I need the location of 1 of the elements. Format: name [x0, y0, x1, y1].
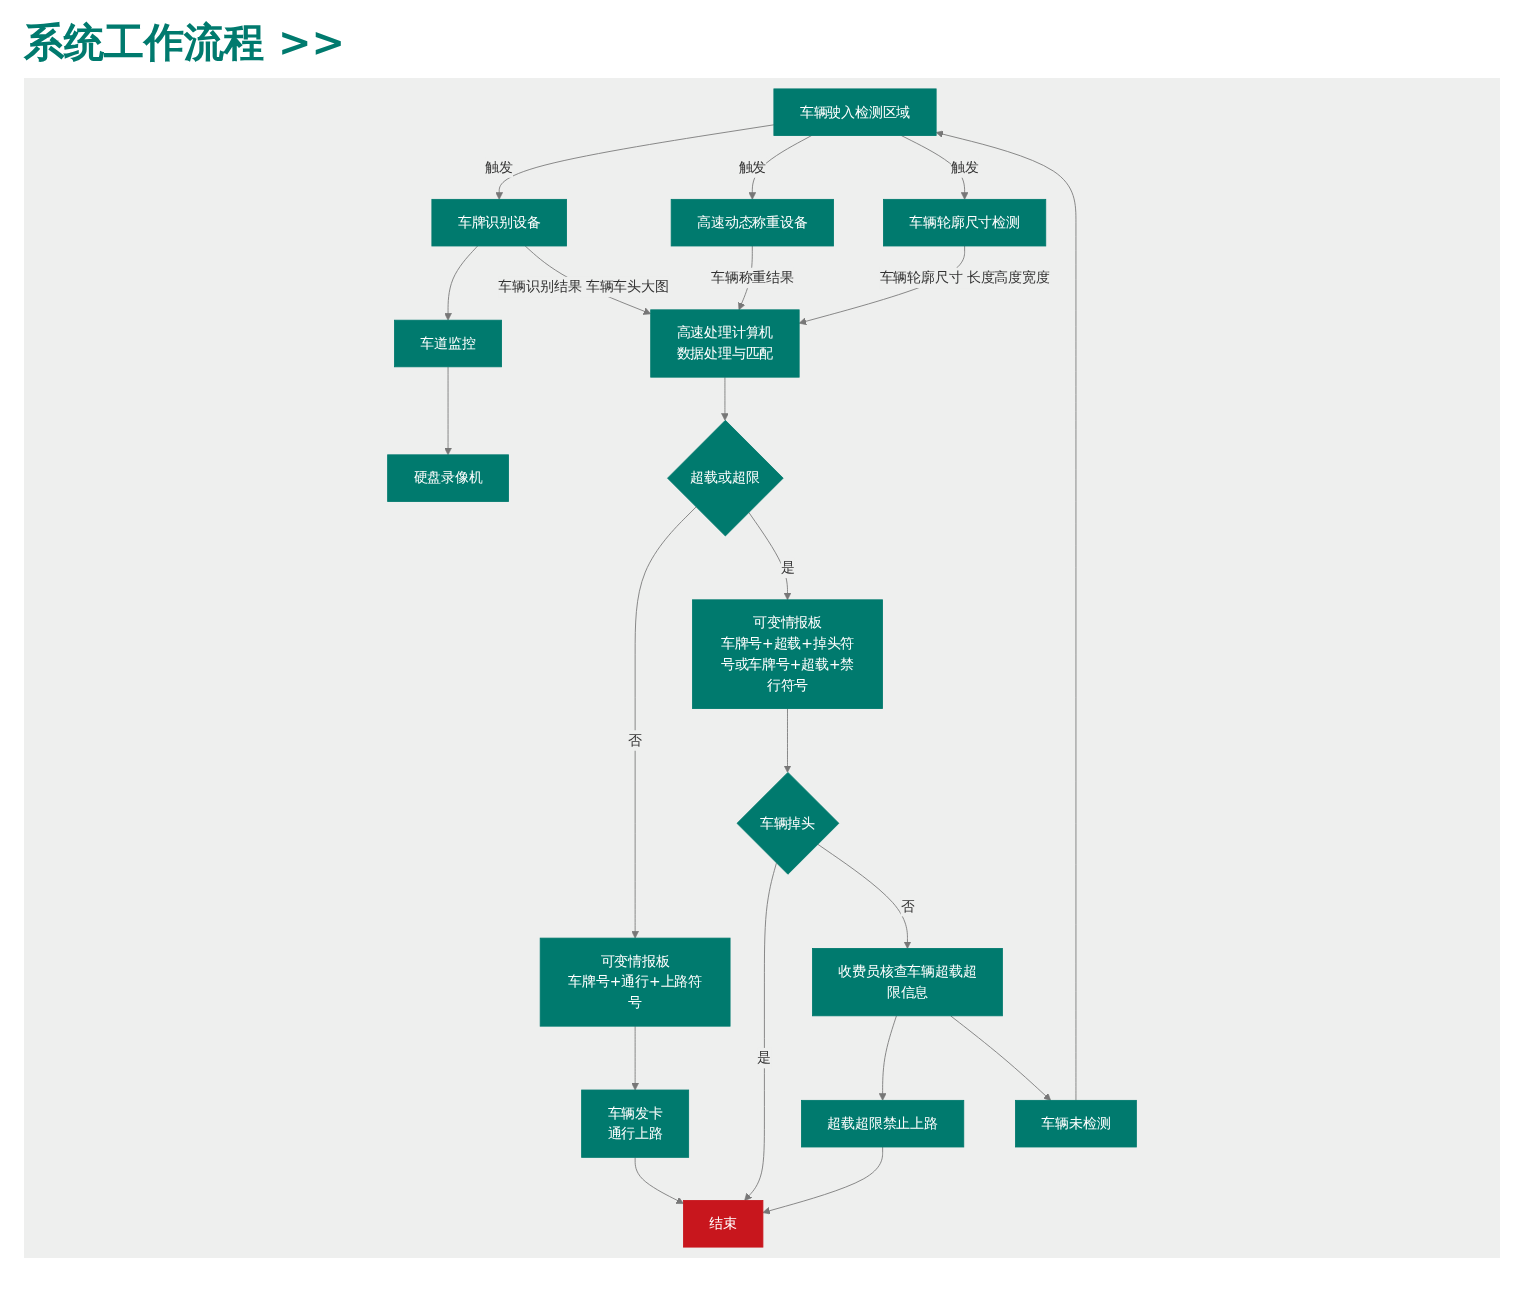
diagram-title: 系统工作流程 >>	[24, 16, 347, 70]
